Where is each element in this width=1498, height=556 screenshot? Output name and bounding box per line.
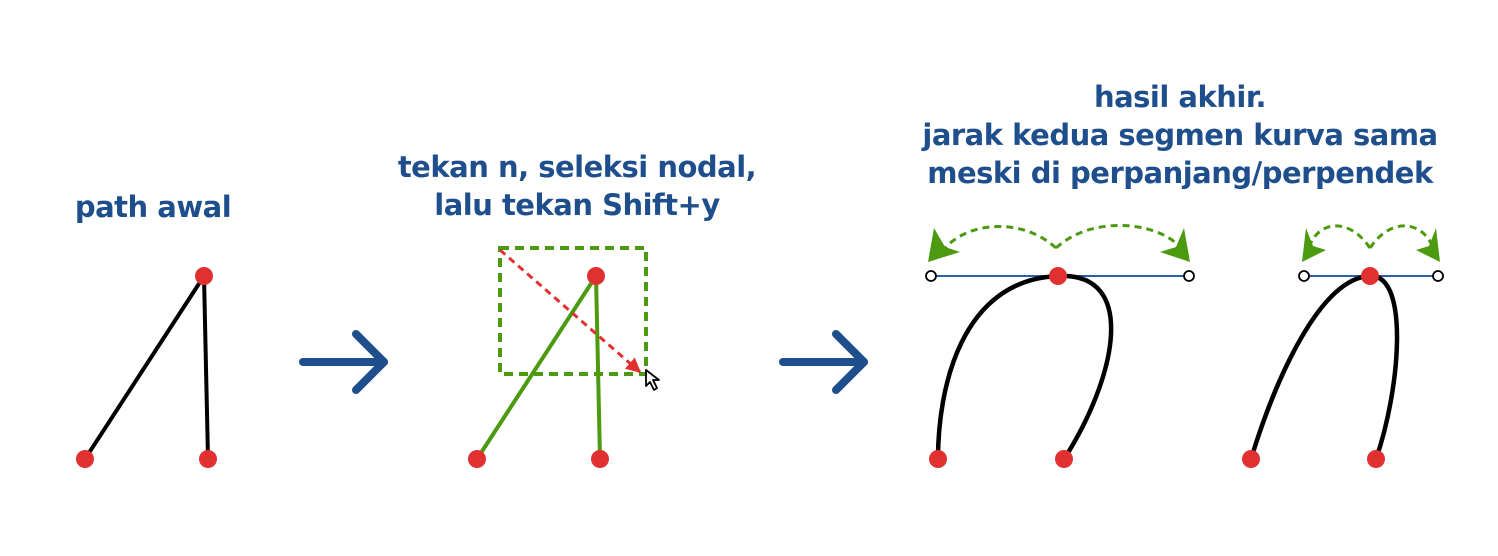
path-segment	[202, 274, 210, 461]
handle-point	[1432, 270, 1444, 282]
node-point	[468, 450, 486, 468]
handle-point	[1183, 270, 1195, 282]
path-segment	[475, 274, 598, 461]
right-arrow-icon	[299, 330, 388, 394]
arrow-tip	[928, 228, 960, 262]
right-arrow-icon	[779, 330, 868, 394]
node-point	[195, 267, 213, 285]
caption-line: meski di perpanjang/perpendek	[927, 156, 1433, 190]
node-point	[1055, 450, 1073, 468]
caption-line: jarak kedua segmen kurva sama	[922, 118, 1438, 152]
caption-line: path awal	[74, 190, 232, 224]
curve-path	[1248, 273, 1400, 462]
path-segment	[594, 274, 602, 461]
caption-seleksi-nodal: tekan n, seleksi nodal, lalu tekan Shift…	[352, 148, 802, 224]
arrow-tip	[1160, 228, 1190, 262]
path-segment	[83, 274, 206, 461]
node-point	[1242, 450, 1260, 468]
arrow-tip	[1416, 228, 1440, 262]
drag-arrow	[499, 248, 642, 374]
caption-line: lalu tekan Shift+y	[434, 188, 720, 222]
node-point	[1361, 267, 1379, 285]
node-point	[76, 450, 94, 468]
node-point	[199, 450, 217, 468]
node-point	[591, 450, 609, 468]
node-point	[1367, 450, 1385, 468]
curved-arrow-icon	[1054, 224, 1180, 250]
caption-path-awal: path awal	[38, 188, 268, 226]
caption-line: hasil akhir.	[1093, 80, 1267, 114]
selection-box	[498, 246, 648, 376]
mouse-cursor-icon	[645, 369, 660, 391]
handle-point	[925, 270, 937, 282]
curved-arrow-icon	[1368, 224, 1434, 249]
result-long-handles-group	[925, 224, 1195, 468]
curve-path	[935, 273, 1114, 462]
caption-hasil-akhir: hasil akhir. jarak kedua segmen kurva sa…	[880, 78, 1480, 192]
node-point	[587, 267, 605, 285]
handle-point	[1298, 270, 1310, 282]
selected-path-group	[468, 246, 660, 468]
result-short-handles-group	[1242, 224, 1444, 468]
arrow-tip	[1302, 228, 1326, 262]
original-path-group	[76, 267, 217, 468]
curved-arrow-icon	[1308, 224, 1372, 249]
curved-arrow-icon	[938, 224, 1058, 256]
node-point	[929, 450, 947, 468]
caption-line: tekan n, seleksi nodal,	[397, 150, 757, 184]
node-point	[1049, 267, 1067, 285]
